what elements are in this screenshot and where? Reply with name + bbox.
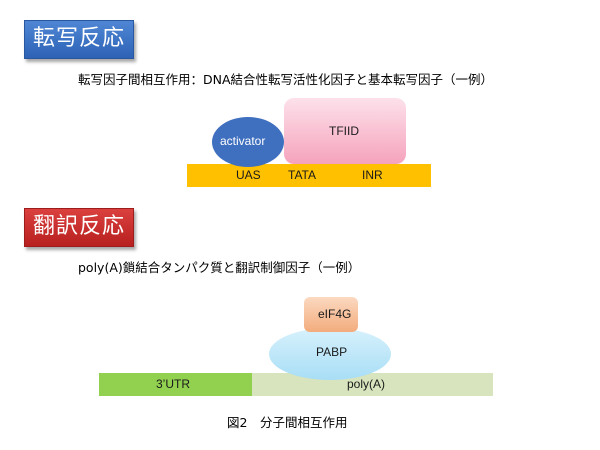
figure-caption: 図2 分子間相互作用 [227, 415, 348, 430]
utr-label: 3’UTR [156, 377, 191, 391]
transcription-heading: 転写反応 [24, 20, 134, 59]
utr-bar [99, 373, 252, 396]
translation-caption: poly(A)鎖結合タンパク質と翻訳制御因子（一例） [78, 260, 361, 275]
dna-region-uas: UAS [236, 168, 261, 182]
dna-bar [187, 164, 431, 187]
transcription-caption: 転写因子間相互作用：DNA結合性転写活性化因子と基本転写因子（一例） [78, 72, 494, 87]
activator-label: activator [220, 134, 266, 148]
dna-region-inr: INR [362, 168, 383, 182]
pabp-label: PABP [316, 345, 348, 359]
polya-label: poly(A) [347, 377, 386, 391]
pabp-ellipse [269, 328, 391, 380]
tfiid-box [284, 98, 406, 164]
tfiid-label: TFIID [329, 124, 359, 138]
activator-ellipse [212, 117, 284, 167]
eif4g-label: eIF4G [318, 307, 352, 321]
eif4g-box [304, 297, 358, 332]
dna-region-tata: TATA [288, 168, 316, 182]
translation-heading: 翻訳反応 [24, 208, 134, 247]
